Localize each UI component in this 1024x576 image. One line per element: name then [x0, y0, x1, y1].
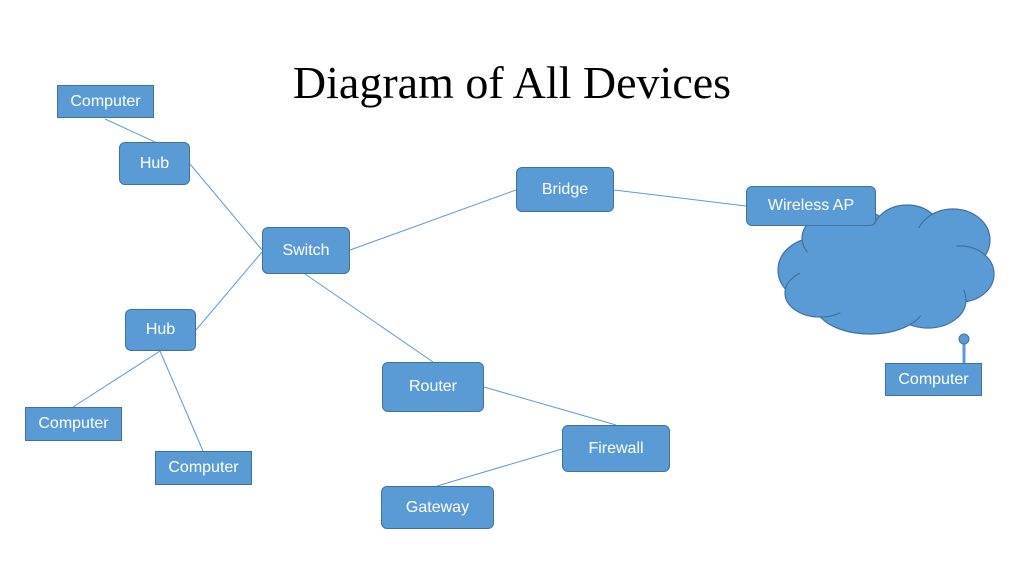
- node-wireless-ap[interactable]: Wireless AP: [746, 186, 876, 226]
- link-bridge-wireless: [613, 189, 747, 207]
- node-hub-top[interactable]: Hub: [119, 142, 190, 185]
- node-gateway[interactable]: Gateway: [381, 486, 494, 529]
- node-firewall[interactable]: Firewall: [562, 425, 670, 472]
- antenna-icon: [958, 333, 970, 363]
- node-bridge[interactable]: Bridge: [516, 167, 614, 212]
- link-hub-top-switch: [189, 163, 263, 251]
- link-hub-bottom-computer-mid: [159, 350, 204, 452]
- link-router-firewall: [483, 386, 617, 426]
- node-hub-bottom[interactable]: Hub: [125, 309, 196, 351]
- link-hub-bottom-switch: [195, 251, 263, 331]
- diagram-title: Diagram of All Devices: [292, 57, 732, 108]
- link-switch-router: [304, 273, 434, 363]
- link-hub-bottom-computer-left: [72, 350, 161, 408]
- node-computer-wireless[interactable]: Computer: [885, 363, 982, 396]
- link-switch-bridge: [349, 189, 517, 251]
- node-computer-bottom-mid[interactable]: Computer: [155, 451, 252, 485]
- link-firewall-gateway: [436, 448, 563, 487]
- node-computer-top[interactable]: Computer: [57, 85, 154, 118]
- node-switch[interactable]: Switch: [262, 227, 350, 274]
- link-computer-hub-top: [104, 118, 156, 143]
- node-router[interactable]: Router: [382, 362, 484, 412]
- node-computer-bottom-left[interactable]: Computer: [25, 407, 122, 441]
